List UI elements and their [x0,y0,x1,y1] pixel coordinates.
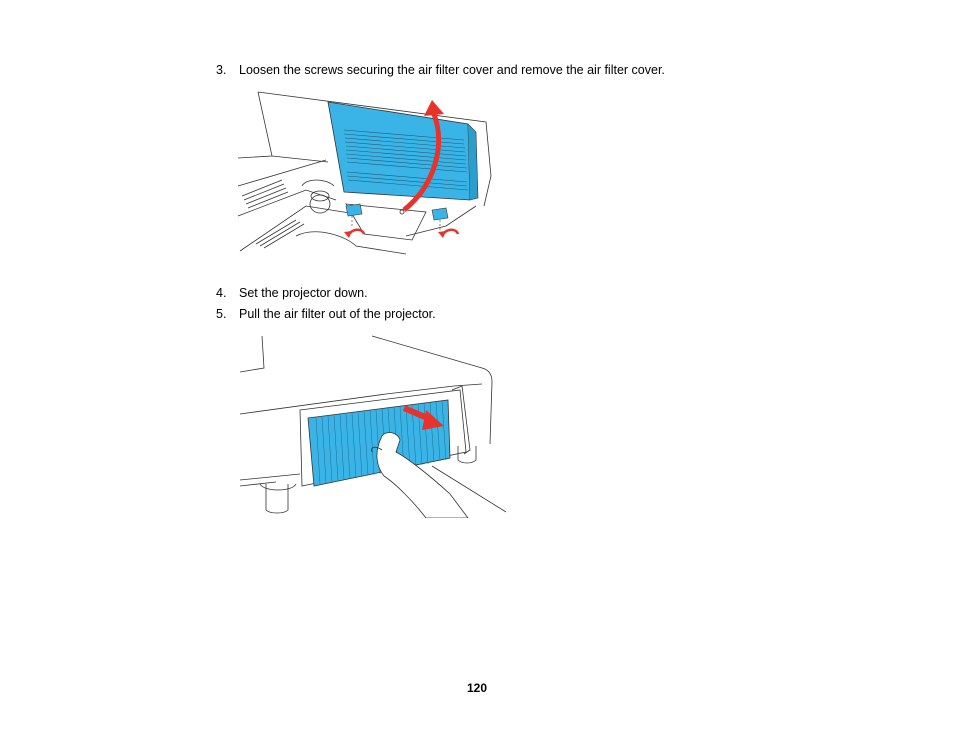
step-text: Set the projector down. [239,286,368,300]
step-text: Pull the air filter out of the projector… [239,307,436,321]
step-text: Loosen the screws securing the air filte… [239,63,665,77]
page-number: 120 [466,681,488,695]
air-filter-pull-illustration [239,335,507,518]
step-number: 3. [216,63,227,77]
air-filter-cover-removal-illustration [237,91,492,255]
step-number: 4. [216,286,227,300]
step-number: 5. [216,307,227,321]
